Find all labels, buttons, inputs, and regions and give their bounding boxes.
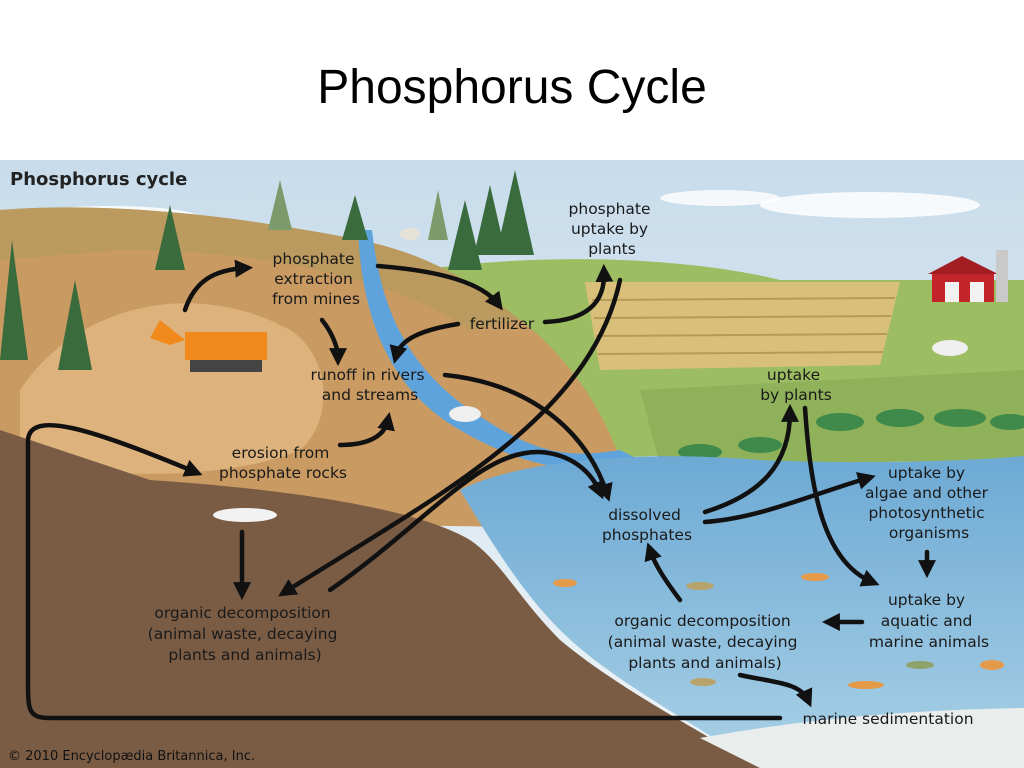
label-dissolved-phosphates: dissolved phosphates [602,506,692,544]
dead-animal-silhouette [213,508,277,522]
arrow-dissolved-to-algae [702,472,876,525]
label-marine-sedimentation: marine sedimentation [802,710,973,728]
goat-silhouette [400,228,420,240]
plant-rows [678,409,1024,460]
lake [460,456,1024,768]
crop-rows [591,297,896,355]
label-organic-decomposition-water: organic decomposition (animal waste, dec… [608,612,803,672]
arrow-decomp-to-sedimentation [737,672,813,708]
label-erosion: erosion from phosphate rocks [219,444,347,482]
label-phosphate-extraction: phosphate extraction from mines [272,250,360,308]
arrow-plant-uptake-to-decomp [278,277,623,597]
label-phosphate-uptake-by-plants: phosphate uptake by plants [569,200,656,258]
trees [0,170,534,370]
lower-ground [0,430,760,768]
label-runoff: runoff in rivers and streams [311,366,430,404]
phosphorus-cycle-diagram: Phosphorus cycle phosphate extraction fr… [0,160,1024,768]
crop-field [585,282,900,370]
arrow-runoff-to-dissolved [442,372,613,502]
arrow-decomp-to-dissolved-water [644,542,683,603]
diagram-title: Phosphorus cycle [10,169,187,190]
sediment-layer [700,708,1024,768]
arrow-decomp-to-dissolved [327,449,605,593]
fish-group [553,573,1004,689]
arrow-erosion-to-runoff [337,412,395,448]
label-uptake-by-plants: uptake by plants [760,366,832,404]
label-organic-decomposition-land: organic decomposition (animal waste, dec… [148,604,343,664]
excavator [150,320,267,372]
label-fertilizer: fertilizer [470,315,535,333]
arrow-sedimentation-loop [25,422,783,721]
cloud [660,190,780,206]
arrow-fertilizer-to-plant-uptake [542,263,614,325]
copyright-text: © 2010 Encyclopædia Britannica, Inc. [8,749,255,764]
label-uptake-aquatic-animals: uptake by aquatic and marine animals [869,591,989,651]
label-uptake-by-algae: uptake by algae and other photosynthetic… [865,464,993,542]
flow-arrows [25,259,936,721]
horse-silhouette [932,340,968,356]
hill-grass [0,207,520,330]
arrow-extraction-to-runoff [319,317,347,367]
arrow-dissolved-to-plants [702,403,799,515]
horse-silhouette [449,406,481,422]
arrow-plants-to-aquatic [802,405,880,587]
cloud [760,192,980,218]
arrow-mine-to-extraction [182,259,254,313]
arrow-fertilizer-to-runoff [389,321,461,364]
barn [928,250,1008,302]
arrow-extraction-to-fertilizer [375,263,503,311]
slide-title: Phosphorus Cycle [317,61,707,114]
